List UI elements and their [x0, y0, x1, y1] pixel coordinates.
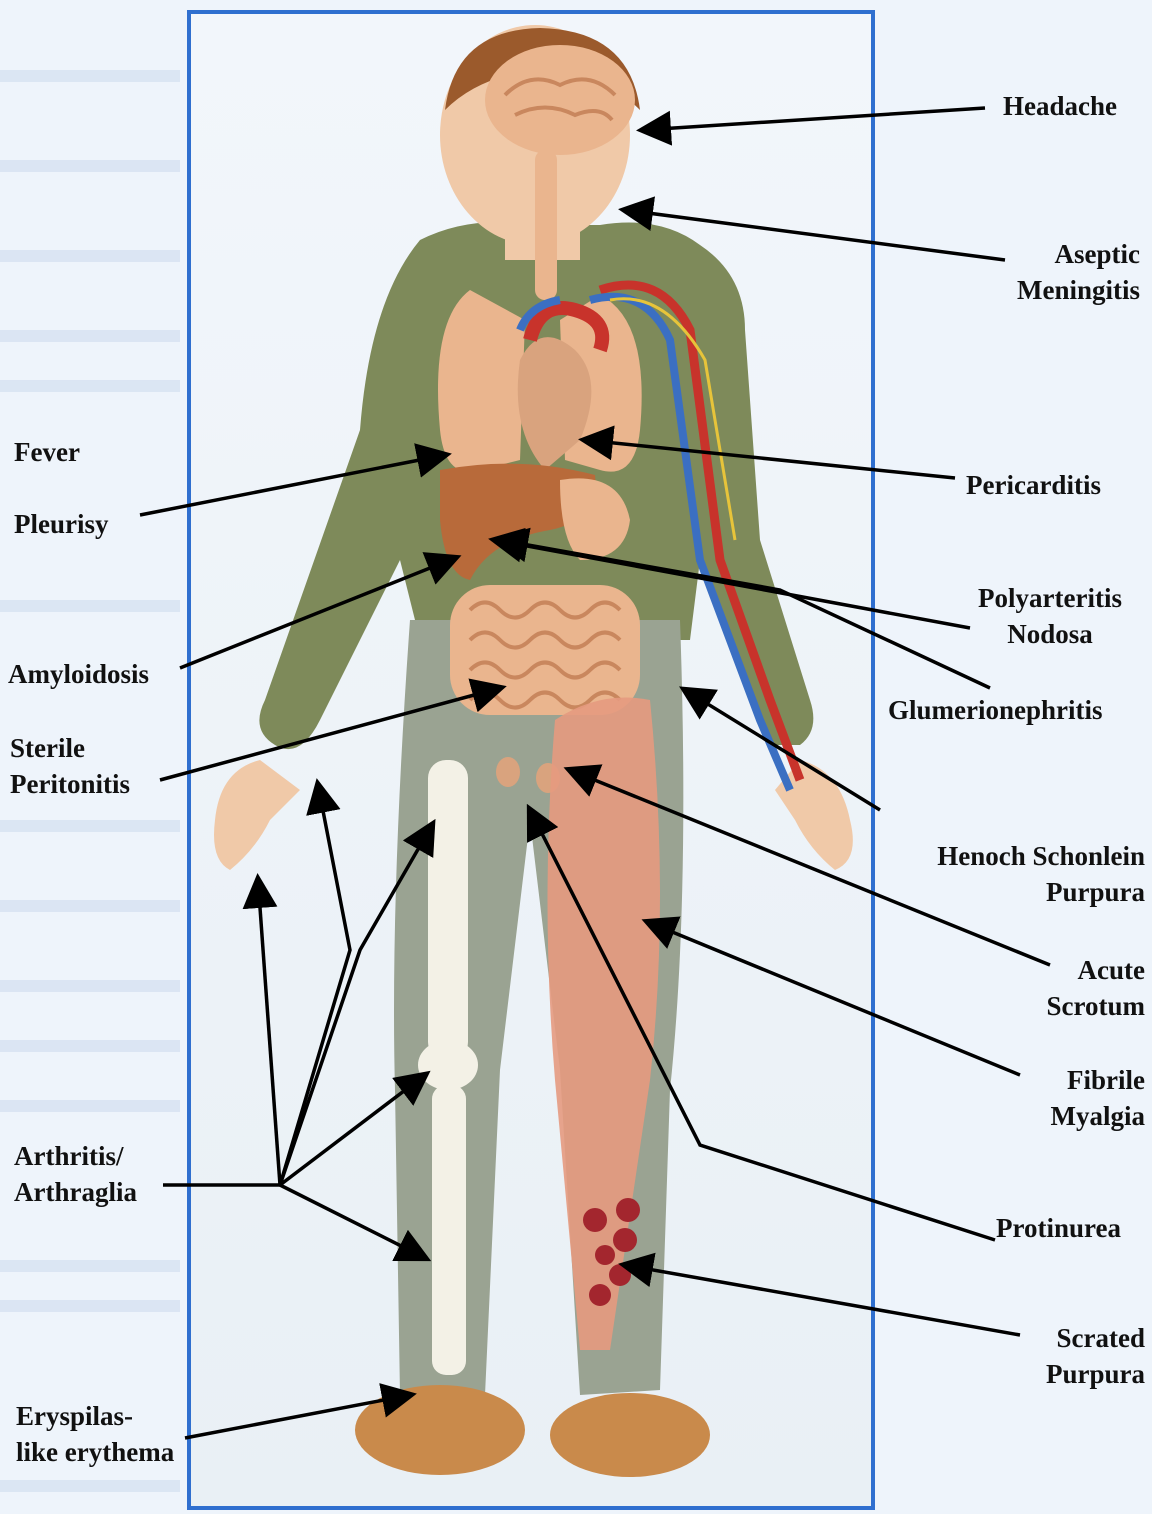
left-shoe	[355, 1385, 525, 1475]
label-pleurisy: Pleurisy	[14, 506, 109, 542]
label-sterile-peritonitis: Sterile Peritonitis	[10, 730, 130, 802]
label-fibrile-myalgia: Fibrile Myalgia	[1000, 1062, 1145, 1134]
tibia	[432, 1085, 466, 1375]
label-henoch-schonlein-purpura: Henoch Schonlein Purpura	[880, 838, 1145, 910]
knee	[418, 1040, 478, 1090]
right-shoe	[550, 1393, 710, 1477]
arrow-scrated-purpura	[625, 1265, 1020, 1335]
label-scrated-purpura: Scrated Purpura	[990, 1320, 1145, 1392]
label-protinurea: Protinurea	[996, 1210, 1121, 1246]
left-hand	[214, 760, 300, 870]
testis-left	[496, 757, 520, 787]
label-erysipelas-like-erythema: Eryspilas- like erythema	[16, 1398, 174, 1470]
label-amyloidosis: Amyloidosis	[8, 656, 149, 692]
label-pericarditis: Pericarditis	[966, 467, 1101, 503]
femur	[428, 760, 468, 1060]
brain	[485, 45, 635, 155]
arrow-arthritis-2	[280, 785, 350, 1185]
left-lung	[438, 290, 525, 472]
label-fever: Fever	[14, 434, 80, 470]
label-headache: Headache	[1003, 88, 1117, 124]
label-polyarteritis-nodosa: Polyarteritis Nodosa	[950, 580, 1150, 652]
label-acute-scrotum: Acute Scrotum	[1000, 952, 1145, 1024]
label-aseptic-meningitis: Aseptic Meningitis	[980, 236, 1140, 308]
arrow-headache	[643, 108, 985, 130]
label-arthritis-arthraglia: Arthritis/ Arthraglia	[14, 1138, 137, 1210]
trachea	[535, 150, 557, 300]
label-glumerionephritis: Glumerionephritis	[888, 692, 1103, 728]
arrow-fibrile-myalgia	[648, 922, 1020, 1075]
arrow-arthritis-1	[258, 880, 280, 1185]
